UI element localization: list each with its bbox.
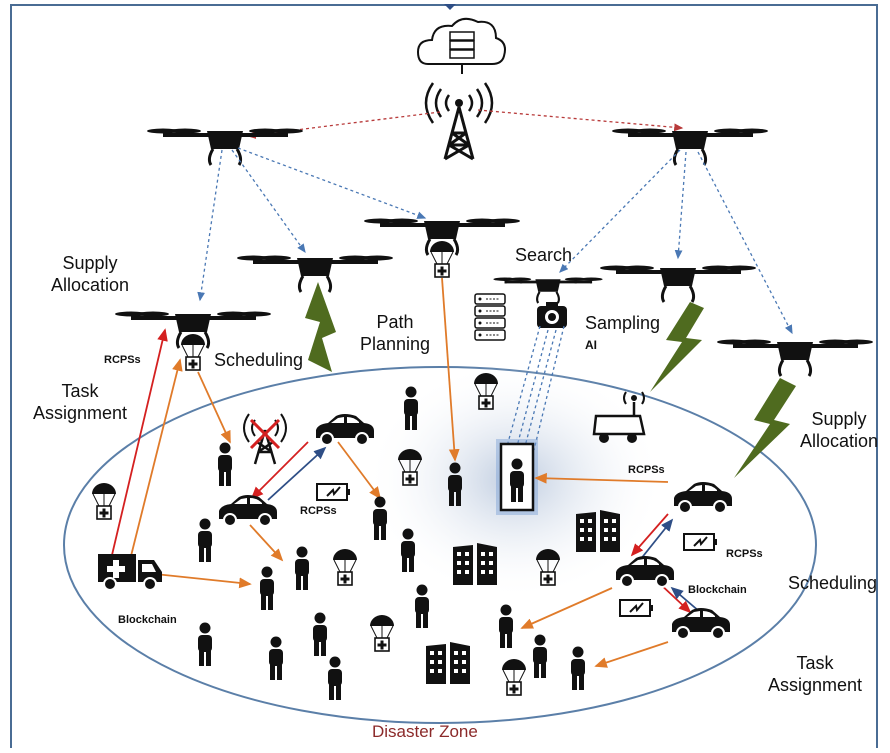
lightning-icon bbox=[305, 282, 336, 372]
camera-icon bbox=[537, 302, 567, 328]
lightning-icon bbox=[650, 302, 704, 392]
lightning-icon bbox=[734, 378, 796, 478]
drone-icon bbox=[598, 263, 758, 304]
drone-icon bbox=[235, 253, 395, 294]
drone-icon bbox=[145, 126, 305, 167]
label-blockchain: Blockchain bbox=[118, 614, 177, 626]
parachute-supply-icon bbox=[180, 333, 206, 371]
label-scheduling-left: Scheduling bbox=[214, 350, 304, 370]
drone-icon bbox=[610, 126, 770, 167]
label-sampling: Sampling bbox=[585, 313, 661, 333]
blockchain-arrows bbox=[267, 446, 701, 613]
label-rcpss: RCPSs bbox=[300, 505, 337, 517]
cell-tower-icon bbox=[424, 82, 494, 161]
broken-tower-icon bbox=[243, 413, 287, 465]
link-tower-drone-left bbox=[246, 111, 441, 139]
battery-icon bbox=[619, 599, 654, 617]
label-disaster-zone: Disaster Zone bbox=[372, 722, 478, 741]
label-rcpss: RCPSs bbox=[628, 464, 665, 476]
parachute-supply-icon bbox=[429, 240, 455, 278]
diagram-frame bbox=[10, 4, 878, 748]
robot-icon bbox=[592, 391, 646, 443]
cloud-server-icon bbox=[416, 17, 506, 74]
battery-icon bbox=[316, 483, 351, 501]
ambulance-icon bbox=[98, 554, 162, 591]
link-tower-drone-right bbox=[477, 109, 684, 132]
label-blockchain: Blockchain bbox=[688, 584, 747, 596]
label-rcpss: RCPSs bbox=[104, 354, 141, 366]
frame-top-marker bbox=[444, 4, 456, 10]
drone-icon bbox=[491, 276, 604, 305]
label-search: Search bbox=[515, 245, 573, 265]
label-ai: AI bbox=[585, 338, 597, 352]
drone-icon bbox=[715, 337, 875, 378]
supply-arrows bbox=[129, 277, 669, 668]
server-rack-icon bbox=[474, 293, 506, 341]
label-rcpss: RCPSs bbox=[726, 548, 763, 560]
detected-person-frame bbox=[496, 439, 538, 515]
battery-icon bbox=[683, 533, 718, 551]
drone-network-links bbox=[197, 147, 793, 451]
label-scheduling-right: Scheduling bbox=[788, 573, 878, 593]
